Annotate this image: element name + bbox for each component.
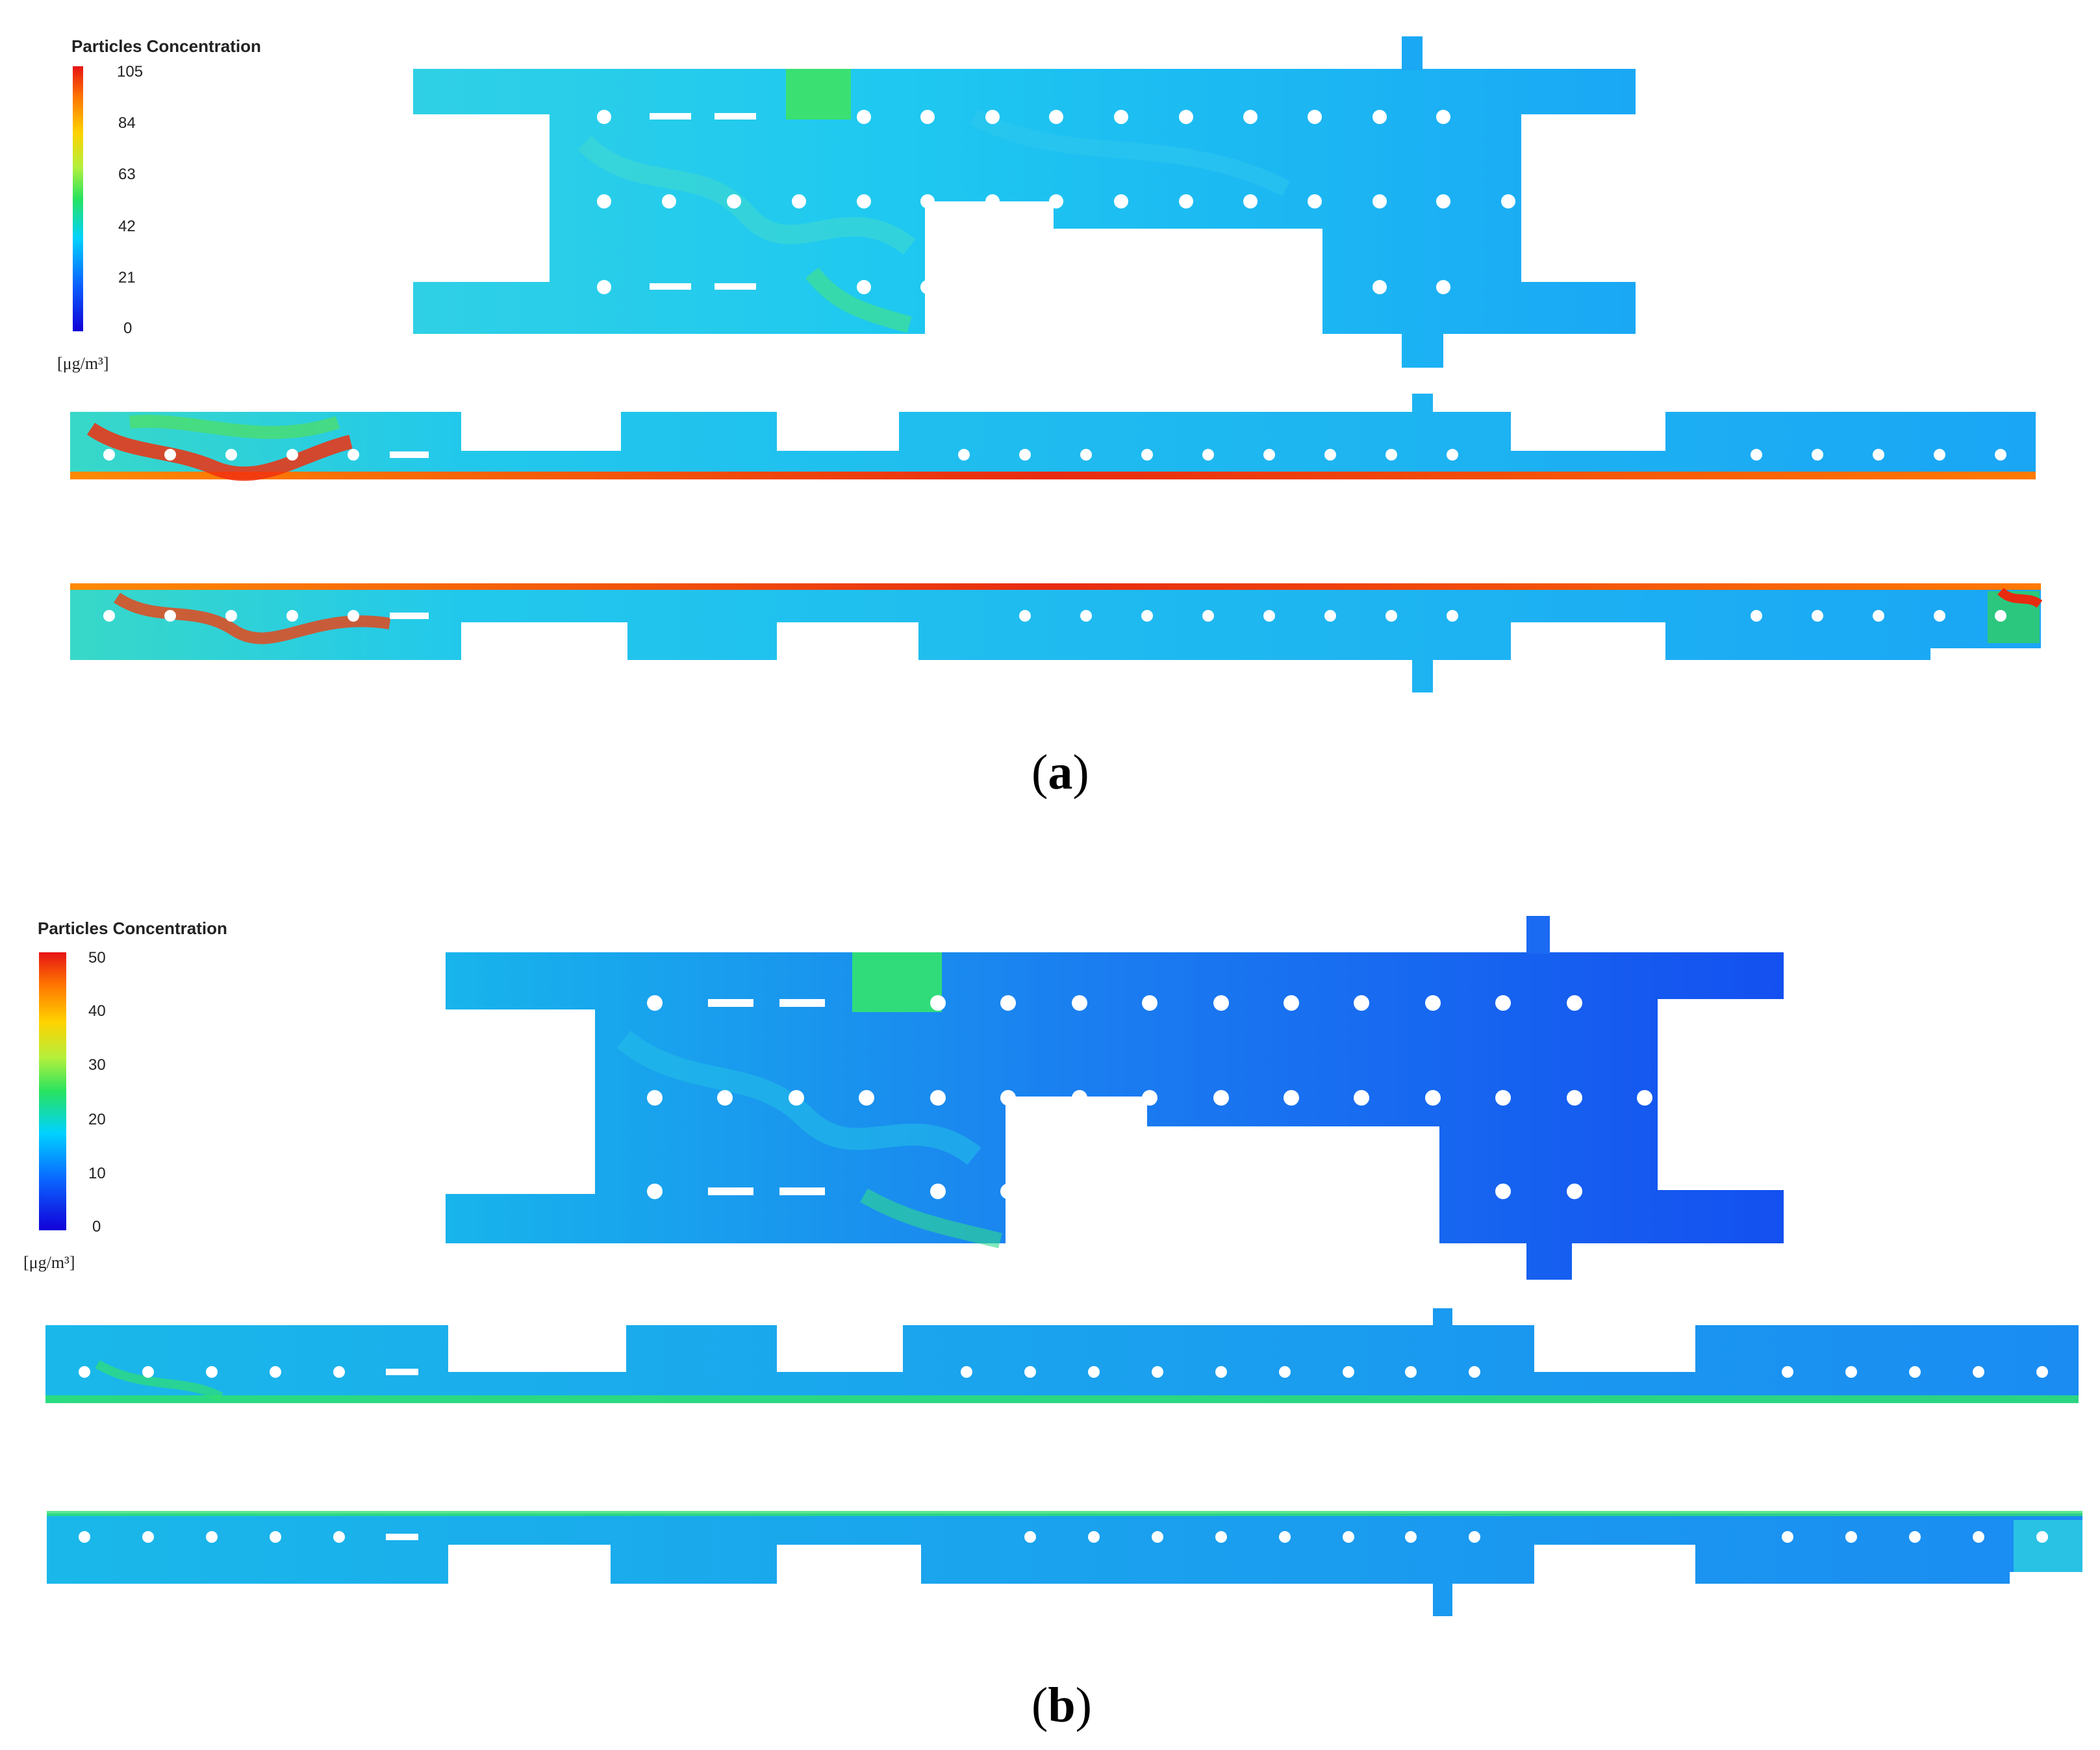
plan-view-a: [413, 36, 1636, 368]
legend-title: Particles Concentration: [71, 36, 261, 56]
panel-a: Particles Concentration 105 84 63 42 21 …: [57, 36, 2043, 800]
legend-tick: 63: [118, 166, 136, 183]
legend-tick: 50: [88, 949, 106, 967]
legend-unit: [μg/m³]: [57, 354, 109, 373]
caption-open: (: [1031, 1678, 1048, 1732]
section-view-b1: [45, 1308, 2079, 1403]
section-view-a1: [70, 394, 2036, 481]
caption-b: (b): [1031, 1678, 1092, 1732]
legend-tick: 84: [118, 114, 136, 132]
caption-a: (a): [1031, 745, 1089, 800]
legend-tick: 10: [88, 1165, 106, 1182]
caption-close: ): [1076, 1678, 1092, 1732]
caption-close: ): [1072, 745, 1089, 800]
caption-letter: b: [1048, 1678, 1075, 1732]
legend-tick: 0: [92, 1218, 101, 1236]
section-view-b2: [47, 1511, 2082, 1616]
legend-tick: 0: [123, 320, 132, 337]
legend-tick: 42: [118, 218, 136, 235]
colorbar: [39, 952, 66, 1230]
legend-unit: [μg/m³]: [23, 1253, 75, 1272]
legend-tick: 30: [88, 1056, 106, 1074]
section-view-a2: [70, 583, 2043, 692]
legend-title: Particles Concentration: [38, 919, 227, 938]
colorbar: [73, 66, 83, 331]
caption-letter: a: [1048, 745, 1072, 800]
caption-open: (: [1031, 745, 1048, 800]
legend-tick: 20: [88, 1111, 106, 1128]
legend-b: Particles Concentration 50 40 30 20 10 0…: [23, 919, 227, 1272]
legend-tick: 105: [117, 63, 143, 81]
panel-b: Particles Concentration 50 40 30 20 10 0…: [23, 916, 2082, 1732]
legend-a: Particles Concentration 105 84 63 42 21 …: [57, 36, 261, 373]
legend-tick: 40: [88, 1002, 106, 1020]
legend-tick: 21: [118, 269, 136, 286]
plan-view-b: [446, 916, 1784, 1280]
